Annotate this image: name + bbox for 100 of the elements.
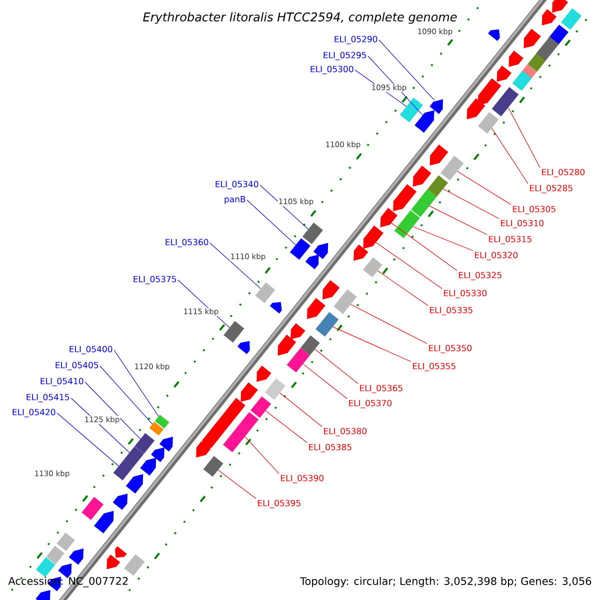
- gene-label: ELI_05410: [40, 378, 84, 386]
- leader-line: [244, 436, 280, 474]
- gene-pentagon: [363, 226, 384, 249]
- gene-box: [400, 98, 423, 122]
- gene-pentagon: [151, 447, 164, 462]
- leader-line: [429, 206, 488, 235]
- gene-label: ELI_05415: [26, 394, 70, 402]
- gene-pentagon: [430, 144, 448, 166]
- leader-line: [265, 410, 308, 443]
- gene-label: ELI_05370: [349, 400, 392, 408]
- gene-pentagon: [58, 564, 72, 578]
- gene-label: ELI_05280: [542, 168, 585, 178]
- gene-box: [363, 257, 382, 278]
- gene-label: ELI_05400: [70, 346, 112, 354]
- gene-label: ELI_05385: [309, 444, 352, 452]
- gene-label: ELI_05395: [258, 500, 300, 508]
- leader-line: [332, 326, 412, 362]
- gene-pentagon: [542, 9, 557, 26]
- gene-pentagon: [478, 78, 502, 106]
- gene-box: [124, 446, 144, 468]
- gene-box: [478, 112, 499, 134]
- gene-pentagon: [140, 458, 156, 476]
- gene-pentagon: [290, 323, 306, 340]
- gene-box: [394, 210, 420, 238]
- gene-label: ELI_05405: [56, 362, 98, 370]
- gene-pentagon: [412, 166, 432, 187]
- gene-pentagon: [114, 546, 127, 558]
- gene-label: ELI_05330: [444, 290, 487, 298]
- gene-label: ELI_05365: [360, 384, 402, 394]
- gene-pentagon: [508, 50, 524, 67]
- gene-label: ELI_05350: [429, 344, 472, 354]
- leader-line: [391, 222, 458, 271]
- gene-box: [316, 312, 339, 337]
- gene-pentagon: [313, 242, 328, 260]
- gene-box: [149, 422, 164, 436]
- gene-box: [124, 554, 145, 576]
- gene-label: ELI_05335: [430, 306, 472, 316]
- gene-pentagon: [305, 254, 319, 270]
- gene-box: [302, 222, 323, 244]
- leader-line: [376, 242, 442, 289]
- gene-label: ELI_05305: [513, 206, 556, 214]
- leader-line: [350, 304, 428, 344]
- gene-pentagon: [488, 29, 500, 41]
- gene-box: [82, 496, 104, 520]
- gene-box: [36, 557, 56, 578]
- gene-box: [46, 546, 64, 564]
- gene-label: ELI_05325: [459, 272, 502, 280]
- gene-pentagon: [106, 554, 120, 570]
- gene-pentagon: [524, 28, 541, 48]
- gene-box: [440, 156, 464, 180]
- gene-label: ELI_05360: [166, 238, 208, 248]
- gene-box: [548, 24, 568, 46]
- gene-pentagon: [126, 474, 144, 494]
- gene-box: [56, 532, 75, 552]
- gene-box: [255, 282, 276, 304]
- leader-line: [114, 350, 159, 417]
- gene-pentagon: [36, 590, 50, 600]
- gene-box: [154, 414, 170, 428]
- gene-label: panB: [224, 196, 246, 204]
- gene-box: [250, 396, 272, 418]
- gene-label: ELI_05355: [413, 362, 456, 372]
- leader-line: [210, 242, 262, 289]
- gene-label: ELI_05285: [530, 184, 572, 194]
- leader-line: [84, 382, 141, 440]
- gene-label: ELI_05390: [281, 474, 324, 484]
- leader-line: [377, 270, 428, 306]
- gene-label: ELI_05295: [324, 52, 366, 60]
- title: Erythrobacter litoralis HTCC2594, complete genome: [143, 12, 457, 24]
- gene-pentagon: [552, 0, 568, 13]
- gene-pentagon: [354, 244, 368, 261]
- leader-line: [100, 366, 153, 424]
- gene-box: [512, 70, 532, 91]
- gene-pentagon: [466, 98, 486, 120]
- gene-box: [286, 348, 310, 373]
- gene-pentagon: [393, 184, 417, 212]
- gene-box: [334, 289, 357, 314]
- gene-pentagon: [380, 208, 398, 228]
- gene-box: [203, 456, 224, 477]
- leader-line: [280, 392, 322, 427]
- gene-pentagon: [322, 280, 340, 300]
- gene-box: [536, 36, 559, 62]
- gene-box: [134, 433, 155, 454]
- leader-line: [302, 364, 348, 399]
- gene-pentagon: [68, 548, 84, 565]
- gene-label: ELI_05310: [501, 220, 544, 228]
- genome-info-text: Topology: circular; Length: 3,052,398 bp; Genes: 3,056: [299, 576, 593, 588]
- gene-pentagon: [160, 436, 173, 452]
- gene-box: [223, 412, 259, 452]
- gene-pentagon: [307, 298, 326, 319]
- gene-label: ELI_05380: [324, 428, 367, 436]
- gene-pentagon: [202, 398, 246, 450]
- gene-pentagon: [414, 110, 434, 133]
- gene-box: [427, 175, 448, 197]
- gene-box: [264, 378, 286, 400]
- gene-box: [300, 335, 320, 356]
- gene-label: ELI_05340: [216, 180, 258, 190]
- leader-line: [368, 56, 423, 116]
- gene-pentagon: [240, 382, 258, 402]
- gene-pentagon: [94, 510, 114, 534]
- gene-pentagon: [256, 366, 272, 382]
